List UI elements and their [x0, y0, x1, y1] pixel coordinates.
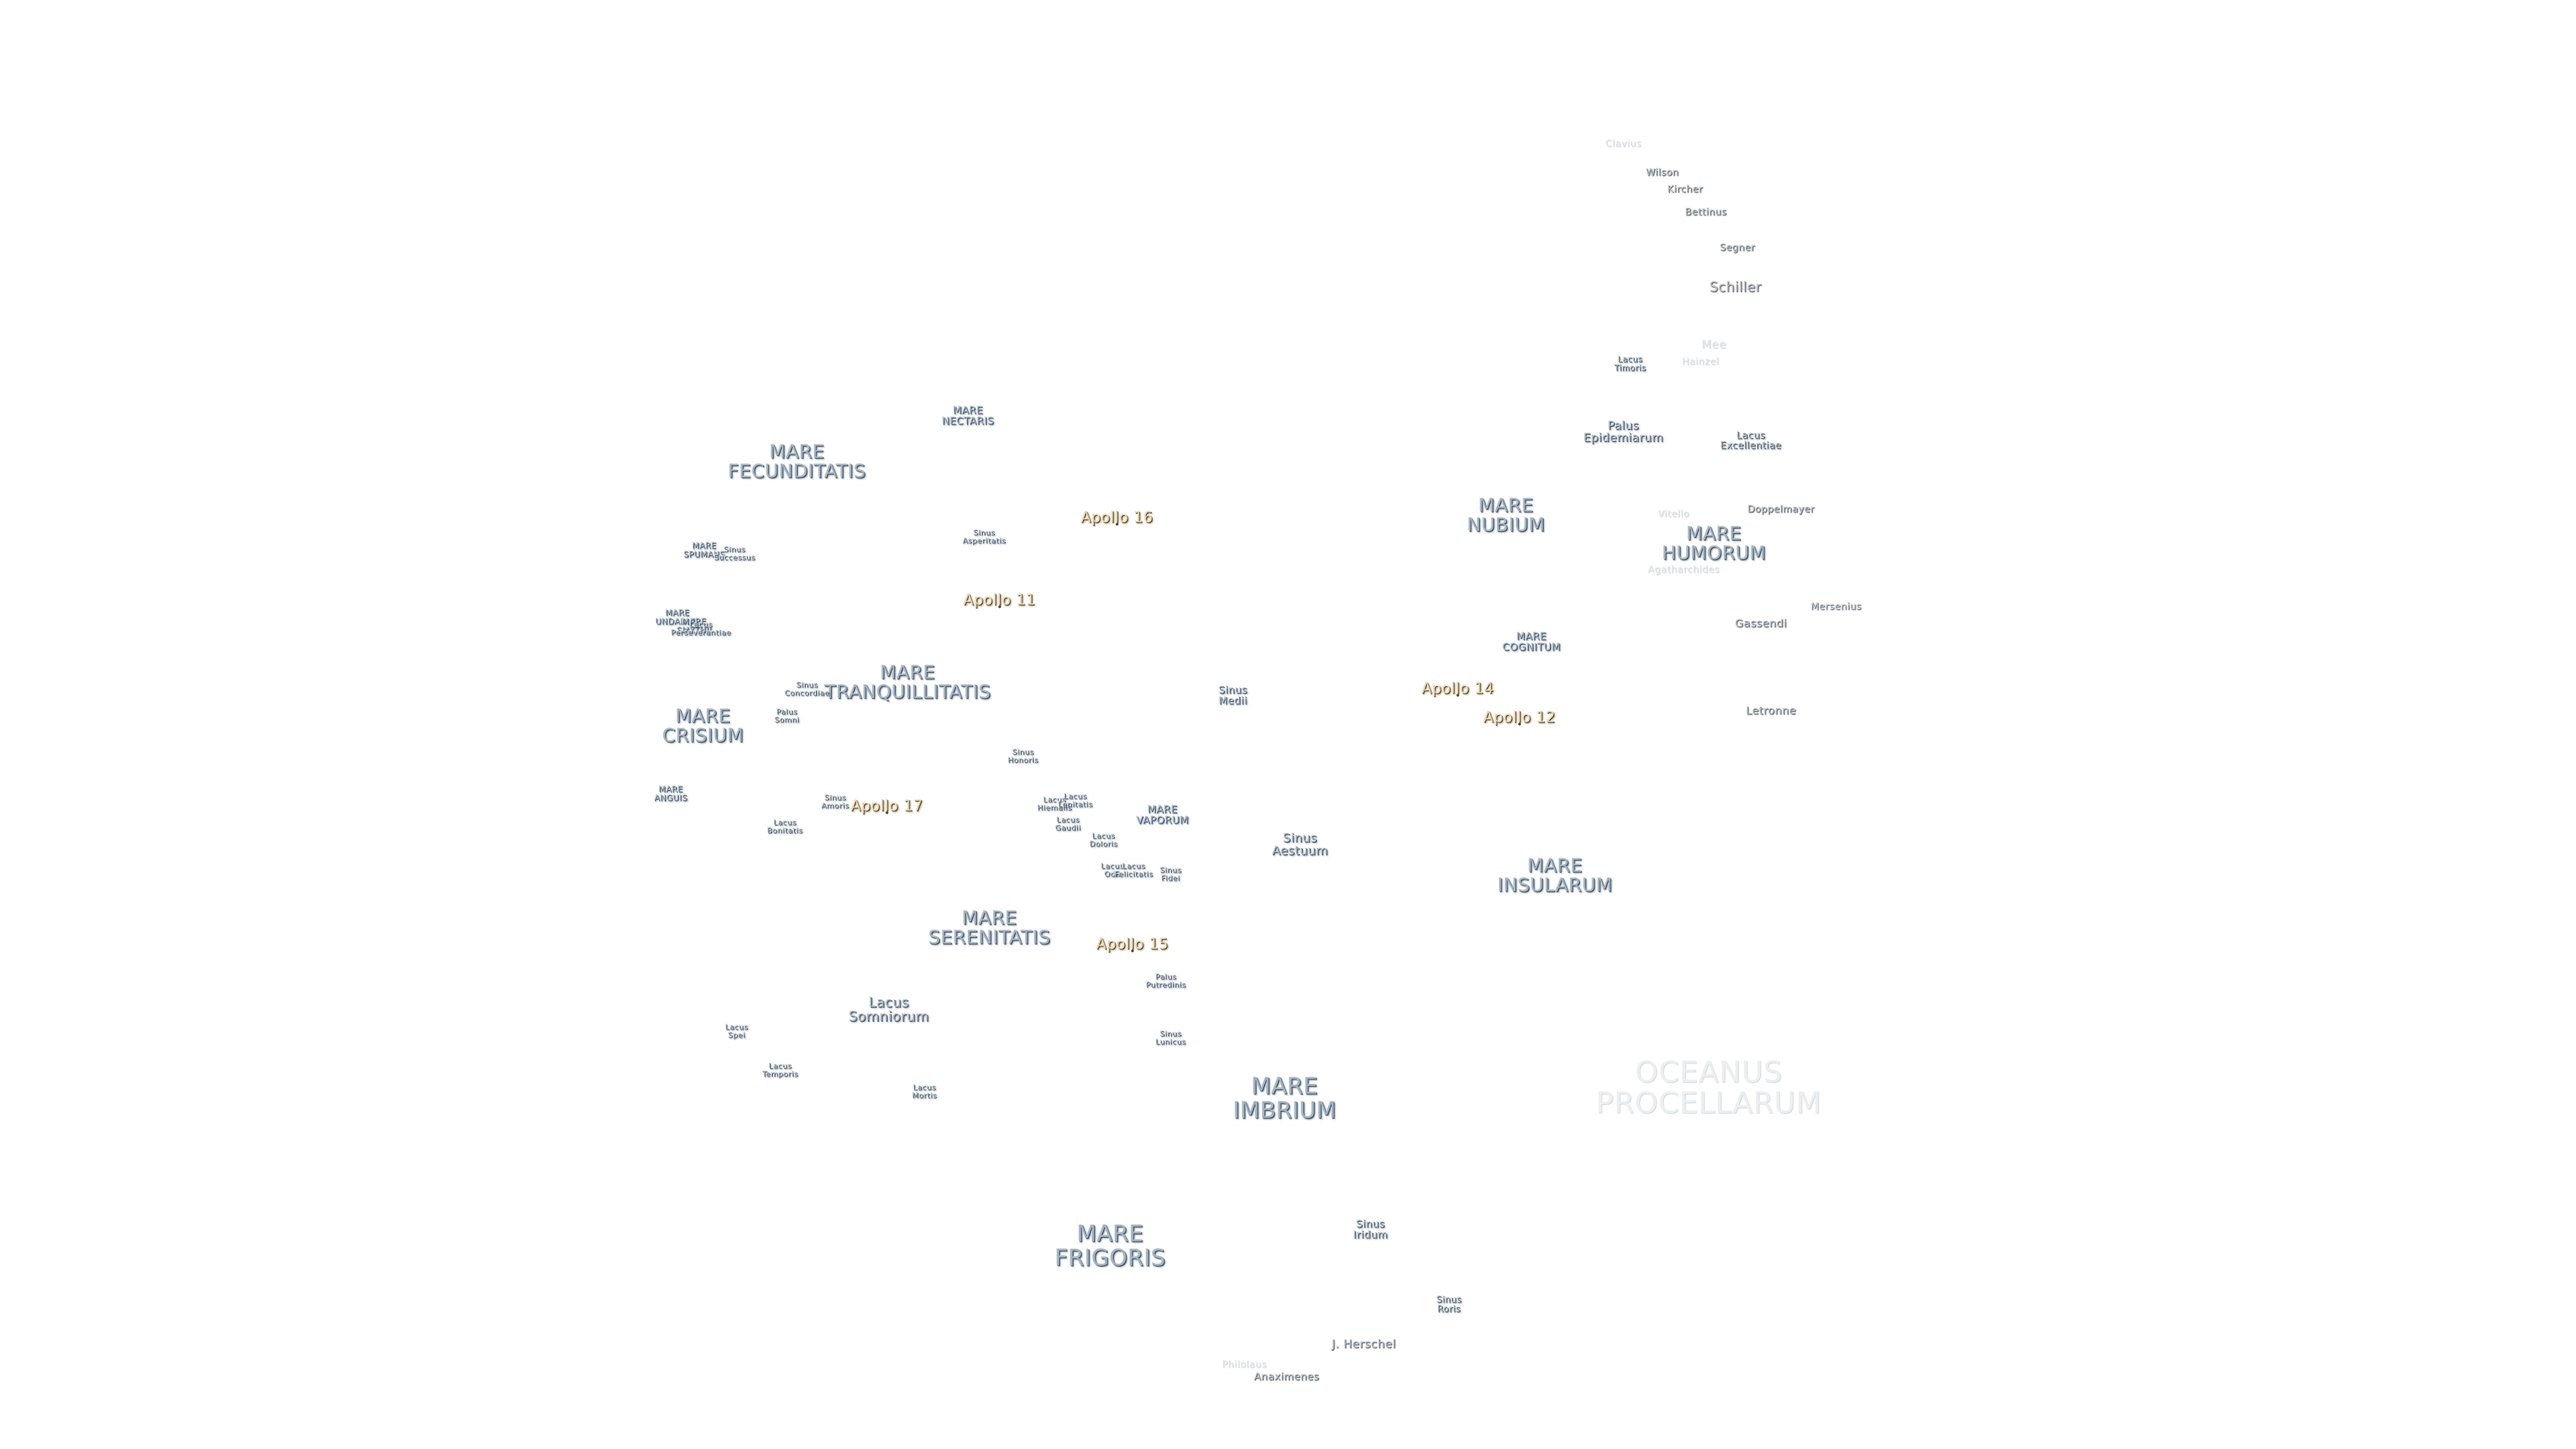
oceanus-procellarum-label: OCEANUS PROCELLARUM: [1595, 1055, 1822, 1120]
sinus-successus-label: Sinus Successus: [714, 545, 755, 561]
mare-crisium-label: MARE CRISIUM: [662, 704, 744, 747]
sinus-medii-label: Sinus Medii: [1218, 684, 1248, 706]
mare-anguis-label: MARE ANGUIS: [654, 784, 688, 802]
lacus-mortis-label: Lacus Mortis: [912, 1083, 937, 1099]
sinus-iridum-label: Sinus Iridum: [1353, 1218, 1388, 1240]
sinus-concordiae-label: Sinus Concordiae: [784, 680, 830, 697]
lacus-doloris-label: Lacus Doloris: [1089, 831, 1118, 848]
lacus-felicitatis-label: Lacus Felicitatis: [1114, 861, 1153, 878]
lacus-lenitatis-label: Lacus Lenitatis: [1058, 792, 1093, 808]
crater-letronne-label: Letronne: [1746, 704, 1796, 717]
crater-mersenius-label: Mersenius: [1811, 601, 1862, 612]
crater-j-herschel-label: J. Herschel: [1332, 1338, 1396, 1352]
apollo-14-site[interactable]: Apollo 14: [1421, 680, 1494, 698]
palus-somni-label: Palus Somni: [774, 707, 800, 724]
crater-schiller-label: Schiller: [1709, 278, 1762, 295]
mare-undarum-label: MARE UNDARUM: [655, 608, 700, 626]
mare-nubium-label: MARE NUBIUM: [1466, 494, 1546, 536]
mare-spumans-label: MARE SPUMANS: [683, 541, 726, 559]
mare-smythii-label: MARE SMYTHII: [676, 616, 712, 635]
apollo-11-marker: [998, 605, 1001, 608]
lacus-bonitatis-label: Lacus Bonitatis: [767, 818, 803, 835]
lacus-hiemalis-label: Lacus Hiemalis: [1037, 795, 1072, 812]
lacus-gaudii-label: Lacus Gaudii: [1055, 815, 1081, 832]
apollo-17-marker: [885, 811, 888, 814]
sinus-lunicus-label: Sinus Lunicus: [1155, 1029, 1186, 1046]
lacus-odii-label: Lacus Odii: [1100, 861, 1124, 878]
crater-clavius-label: Clavius: [1605, 138, 1642, 150]
apollo-16-marker: [1116, 523, 1118, 526]
lacus-spei-label: Lacus Spei: [724, 1022, 749, 1039]
lacus-perseverantiae-label: Lacus Perseverantiae: [671, 620, 731, 637]
mare-fecunditatis-label: MARE FECUNDITATIS: [728, 440, 866, 482]
apollo-17-site[interactable]: Apollo 17: [851, 798, 923, 815]
sinus-fidei-label: Sinus Fidei: [1159, 865, 1182, 882]
crater-hainzel-label: Hainzel: [1682, 356, 1719, 368]
crater-bettinus-label: Bettinus: [1684, 207, 1727, 218]
mare-tranquillitatis-label: MARE TRANQUILLITATIS: [824, 661, 991, 703]
crater-segner-label: Segner: [1719, 242, 1756, 254]
lacus-temporis-label: Lacus Temporis: [762, 1061, 798, 1078]
lacus-somniorum-label: Lacus Somniorum: [849, 994, 929, 1024]
palus-epidemiarum-label: Palus Epidemiarum: [1583, 419, 1664, 445]
apollo-12-site[interactable]: Apollo 12: [1483, 709, 1556, 727]
apollo-11-site[interactable]: Apollo 11: [963, 592, 1036, 609]
crater-philolaus-label: Philolaus: [1222, 1359, 1267, 1371]
apollo-15-marker: [1131, 949, 1134, 953]
mare-imbrium-label: MARE IMBRIUM: [1232, 1073, 1337, 1124]
crater-vitello-label: Vitello: [1658, 508, 1690, 520]
crater-mee-label: Mee: [1701, 338, 1727, 352]
palus-putredinis-label: Palus Putredinis: [1146, 972, 1186, 989]
apollo-16-site[interactable]: Apollo 16: [1081, 509, 1153, 527]
crater-doppelmayer-label: Doppelmayer: [1748, 504, 1815, 515]
mare-insularum-label: MARE INSULARUM: [1497, 854, 1613, 896]
crater-gassendi-label: Gassendi: [1735, 616, 1787, 630]
mare-serenitatis-label: MARE SERENITATIS: [928, 906, 1051, 949]
apollo-14-marker: [1456, 694, 1459, 697]
mare-humorum-label: MARE HUMORUM: [1662, 522, 1766, 564]
sinus-asperitatis-label: Sinus Asperitatis: [962, 528, 1006, 545]
sinus-aestuum-label: Sinus Aestuum: [1272, 831, 1328, 858]
mare-nectaris-label: MARE NECTARIS: [942, 404, 994, 427]
lacus-timoris-label: Lacus Timoris: [1614, 354, 1646, 372]
mare-vaporum-label: MARE VAPORUM: [1136, 803, 1189, 826]
lacus-excellentiae-label: Lacus Excellentiae: [1720, 430, 1782, 451]
sinus-honoris-label: Sinus Honoris: [1008, 747, 1038, 764]
crater-agatharchides-label: Agatharchides: [1648, 564, 1720, 576]
crater-kircher-label: Kircher: [1667, 184, 1703, 195]
apollo-15-site[interactable]: Apollo 15: [1096, 936, 1169, 953]
mare-frigoris-label: MARE FRIGORIS: [1055, 1220, 1166, 1271]
mare-cognitum-label: MARE COGNITUM: [1502, 630, 1561, 653]
sinus-amoris-label: Sinus Amoris: [821, 793, 849, 810]
sinus-roris-label: Sinus Roris: [1436, 1295, 1462, 1314]
crater-anaximenes-label: Anaximenes: [1254, 1371, 1320, 1383]
apollo-12-marker: [1518, 722, 1521, 726]
crater-wilson-label: Wilson: [1646, 167, 1679, 178]
